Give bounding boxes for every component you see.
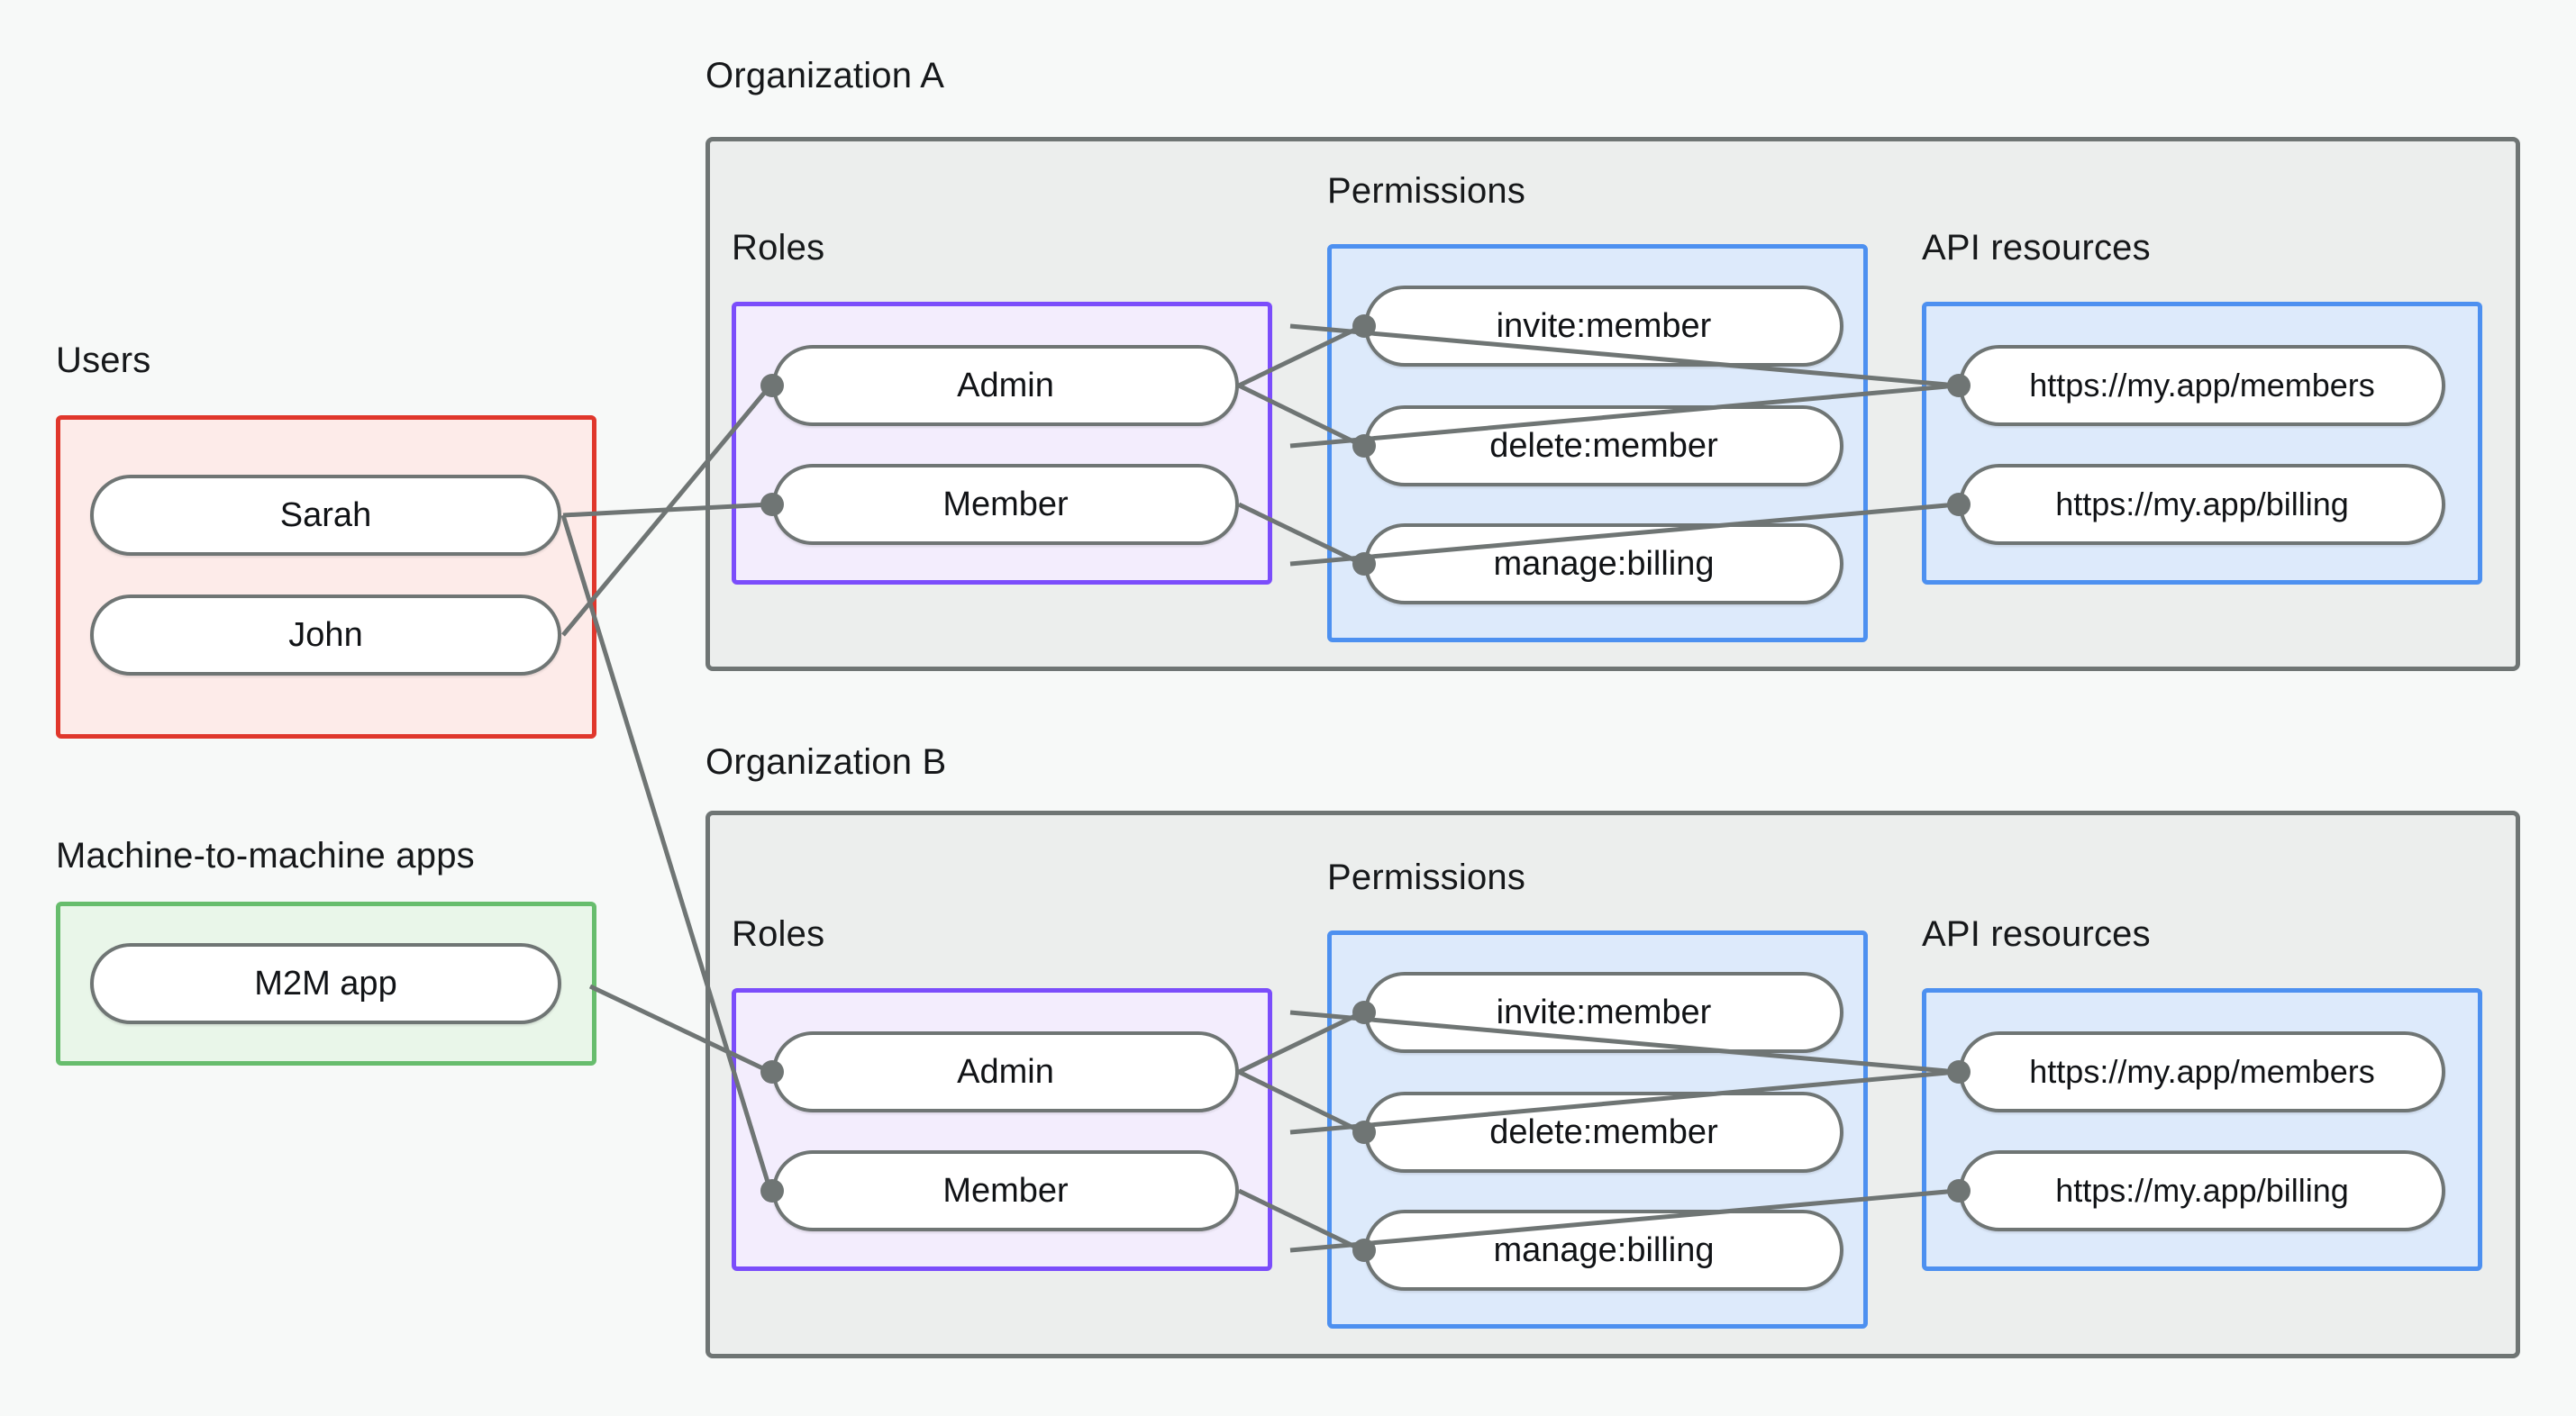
- org-b-permission-manage-billing[interactable]: manage:billing: [1364, 1210, 1843, 1291]
- user-john[interactable]: John: [90, 595, 561, 676]
- org-a-label: Organization A: [705, 56, 945, 95]
- org-a-permissions-label: Permissions: [1327, 171, 1526, 211]
- users-box: [56, 415, 596, 739]
- org-a-permission-manage-billing[interactable]: manage:billing: [1364, 523, 1843, 604]
- org-b-api-resources-label: API resources: [1922, 914, 2151, 954]
- org-b-role-member[interactable]: Member: [772, 1150, 1239, 1231]
- org-a-api-resources-label: API resources: [1922, 228, 2151, 268]
- org-b-api-resource-billing[interactable]: https://my.app/billing: [1959, 1150, 2445, 1231]
- org-a-roles-label: Roles: [732, 228, 825, 268]
- org-a-api-resource-billing[interactable]: https://my.app/billing: [1959, 464, 2445, 545]
- org-b-roles-label: Roles: [732, 914, 825, 954]
- org-b-permission-delete-member[interactable]: delete:member: [1364, 1092, 1843, 1173]
- org-b-permissions-label: Permissions: [1327, 858, 1526, 897]
- org-b-api-resource-members[interactable]: https://my.app/members: [1959, 1031, 2445, 1112]
- user-sarah[interactable]: Sarah: [90, 475, 561, 556]
- org-a-role-admin[interactable]: Admin: [772, 345, 1239, 426]
- org-a-permission-delete-member[interactable]: delete:member: [1364, 405, 1843, 486]
- org-a-permission-invite-member[interactable]: invite:member: [1364, 286, 1843, 367]
- m2m-app-node[interactable]: M2M app: [90, 943, 561, 1024]
- org-a-role-member[interactable]: Member: [772, 464, 1239, 545]
- org-a-api-resource-members[interactable]: https://my.app/members: [1959, 345, 2445, 426]
- org-b-permission-invite-member[interactable]: invite:member: [1364, 972, 1843, 1053]
- m2m-apps-label: Machine-to-machine apps: [56, 836, 475, 876]
- org-b-role-admin[interactable]: Admin: [772, 1031, 1239, 1112]
- org-b-label: Organization B: [705, 742, 947, 782]
- users-label: Users: [56, 340, 151, 380]
